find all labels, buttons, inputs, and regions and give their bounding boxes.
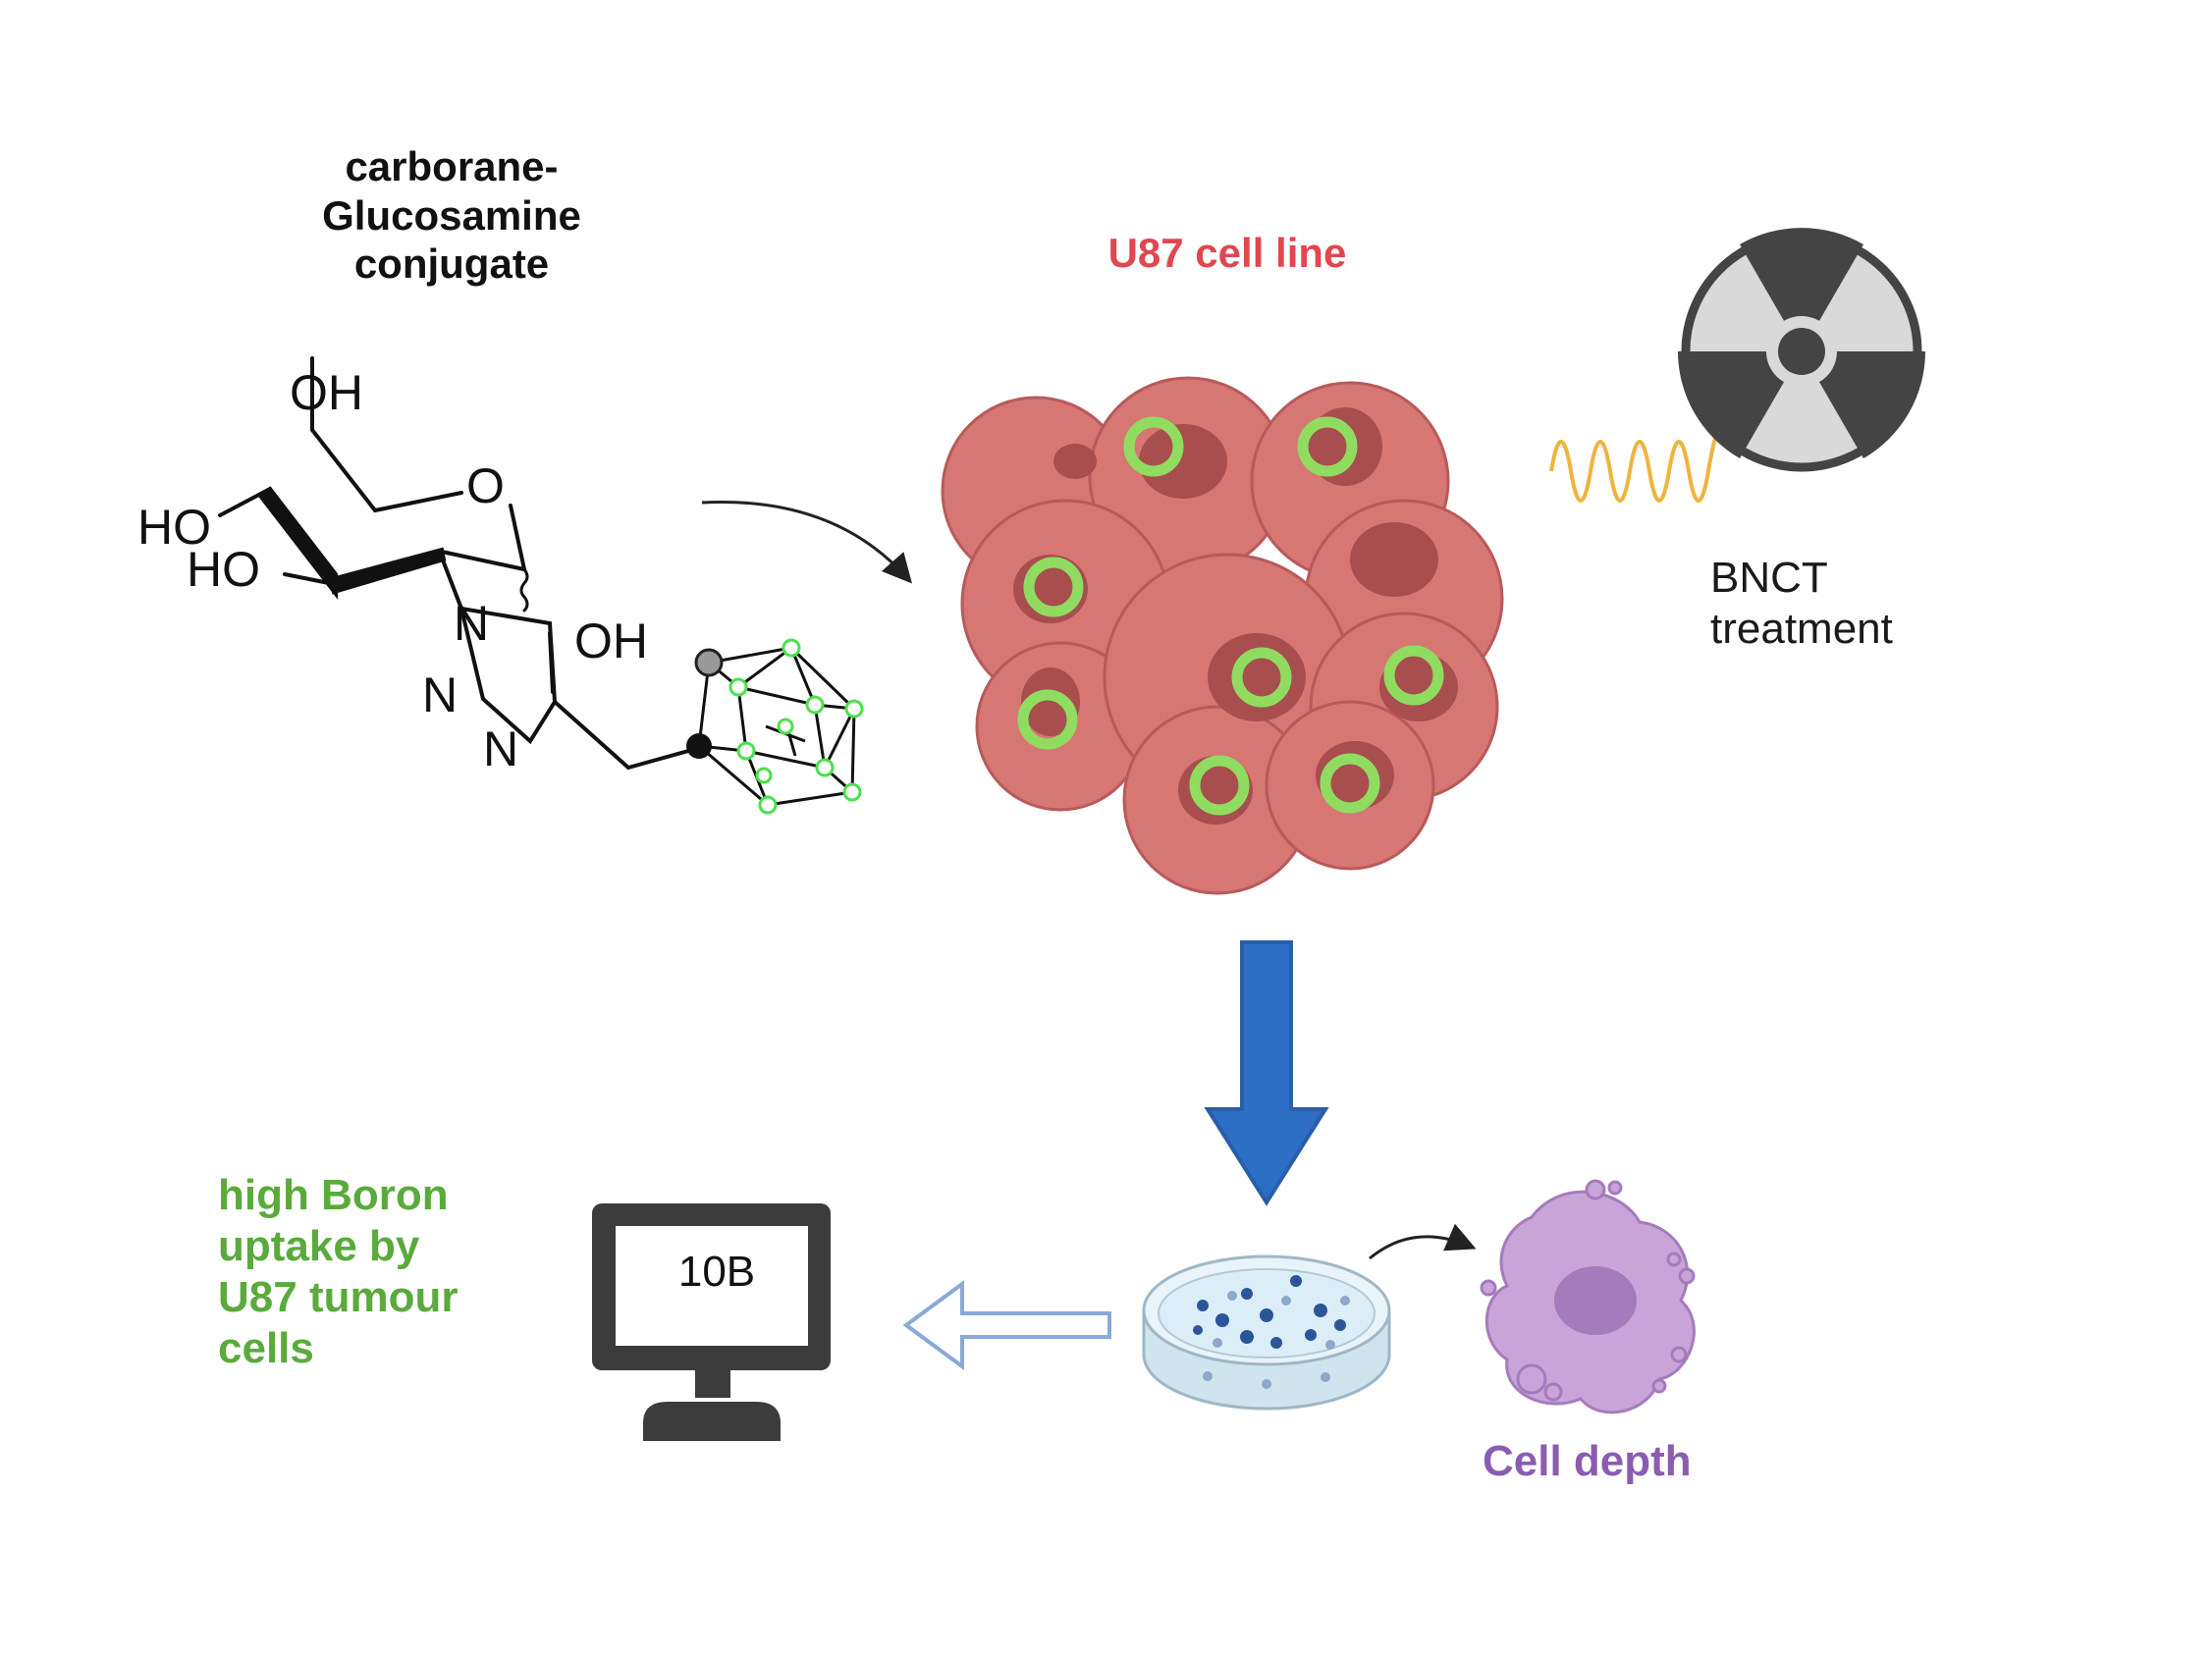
cell-line-label: U87 cell line [1107, 230, 1347, 276]
glucosamine-structure [218, 356, 701, 770]
bnct-treatment-label: BNCT treatment [1710, 553, 1893, 655]
boron-vertices [728, 638, 864, 815]
monitor-screen-text: 10B [677, 1248, 756, 1296]
result-line: cells [218, 1323, 314, 1372]
bnct-label-line: BNCT [1710, 554, 1828, 602]
radiation-wave [1549, 418, 1730, 503]
compound-title-line: Glucosamine [322, 191, 581, 239]
boron-markers [1017, 416, 1444, 816]
atom-oh-top: OH [290, 365, 363, 420]
carborane-cage [697, 646, 856, 807]
depth-arrow [1369, 1223, 1477, 1260]
atom-nitrogen-3: N [483, 721, 519, 776]
compound-title-line: carborane- [345, 143, 559, 189]
result-line: high Boron [218, 1171, 449, 1219]
cell-depth-label: Cell depth [1483, 1437, 1692, 1485]
process-down-arrow [1204, 940, 1329, 1206]
bnct-label-line: treatment [1710, 604, 1893, 653]
carbon-vertex-top [694, 648, 724, 677]
compound-title-line: conjugate [353, 240, 550, 288]
atom-nitrogen-2: N [422, 667, 459, 722]
atom-ho-lower: HO [187, 542, 260, 597]
carbon-vertex-bottom [686, 733, 712, 759]
atom-ring-oxygen: O [466, 458, 505, 513]
boron-uptake-result: high Boron uptake by U87 tumour cells [218, 1170, 532, 1374]
cell-icon [1480, 1179, 1696, 1414]
petri-dish-icon [1142, 1254, 1391, 1411]
atom-nitrogen-1: N [454, 596, 490, 651]
result-line: U87 tumour [218, 1272, 459, 1321]
atom-ho-upper: HO [137, 500, 211, 555]
compound-title: carborane- Glucosamine conjugate [275, 142, 628, 289]
radiation-icon [1678, 228, 1925, 472]
result-line: uptake by [218, 1221, 420, 1270]
atom-oh-right: OH [574, 613, 648, 668]
result-left-arrow [902, 1280, 1111, 1370]
computer-monitor-icon [592, 1203, 831, 1441]
delivery-arrow [701, 500, 912, 584]
